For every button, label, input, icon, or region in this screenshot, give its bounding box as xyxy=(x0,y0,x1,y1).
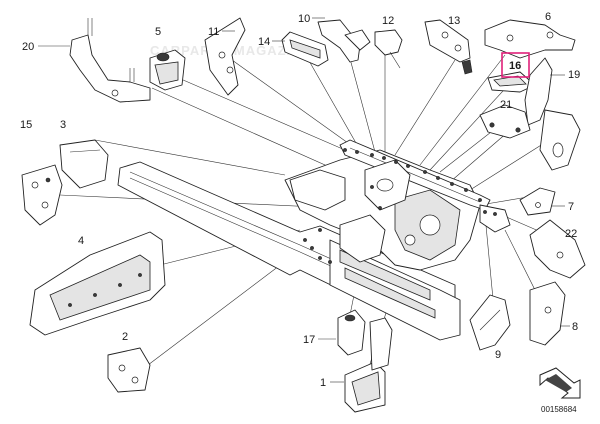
part-10-strut xyxy=(317,19,371,63)
part-17-mount xyxy=(337,309,366,356)
callout-6: 6 xyxy=(545,11,551,23)
part-6-bracket xyxy=(484,19,576,59)
callout-17: 17 xyxy=(303,334,315,346)
part-22-plate xyxy=(529,219,586,279)
part-5-mount xyxy=(149,49,186,91)
part-4-side-panel xyxy=(29,231,166,336)
catalog-number: 00158684 xyxy=(541,405,577,414)
callout-11: 11 xyxy=(208,26,219,38)
orientation-arrow-icon xyxy=(539,367,581,399)
callout-8: 8 xyxy=(572,321,578,333)
part-21-bracket xyxy=(479,104,531,139)
part-20-bracket xyxy=(69,18,151,103)
part-15-plate xyxy=(21,164,63,226)
callout-7: 7 xyxy=(568,201,574,213)
part-12-clip xyxy=(374,29,403,69)
callout-4: 4 xyxy=(78,235,84,247)
callout-19: 19 xyxy=(568,69,580,81)
part-8-bracket xyxy=(529,281,566,346)
callout-15: 15 xyxy=(20,119,32,131)
callout-14: 14 xyxy=(258,36,270,48)
callout-1: 1 xyxy=(320,377,326,389)
part-18-bracket xyxy=(539,109,581,171)
callouts: 20 5 11 14 10 12 13 6 16 19 21 7 22 8 9 … xyxy=(20,11,580,389)
front-frame-assembly xyxy=(117,139,511,341)
part-9-bracket xyxy=(469,294,511,351)
callout-9: 9 xyxy=(495,349,501,361)
callout-16: 16 xyxy=(509,60,521,72)
part-13-plate xyxy=(424,19,473,75)
callout-5: 5 xyxy=(155,26,161,38)
callout-22: 22 xyxy=(565,228,577,240)
callout-2: 2 xyxy=(122,331,128,343)
callout-3: 3 xyxy=(60,119,66,131)
part-7-clip xyxy=(519,187,556,216)
callout-12: 12 xyxy=(382,15,394,27)
callout-10: 10 xyxy=(298,13,310,25)
part-3-bracket xyxy=(59,139,109,189)
part-19-reinforcement xyxy=(524,57,553,126)
part-1-bracket xyxy=(344,317,393,413)
highlight-box-16 xyxy=(501,52,530,78)
callout-13: 13 xyxy=(448,15,460,27)
part-11-bracket xyxy=(204,17,246,96)
callout-20: 20 xyxy=(22,41,34,53)
part-2-plate xyxy=(107,347,151,393)
part-14-plate xyxy=(281,31,329,67)
callout-21: 21 xyxy=(500,99,512,111)
